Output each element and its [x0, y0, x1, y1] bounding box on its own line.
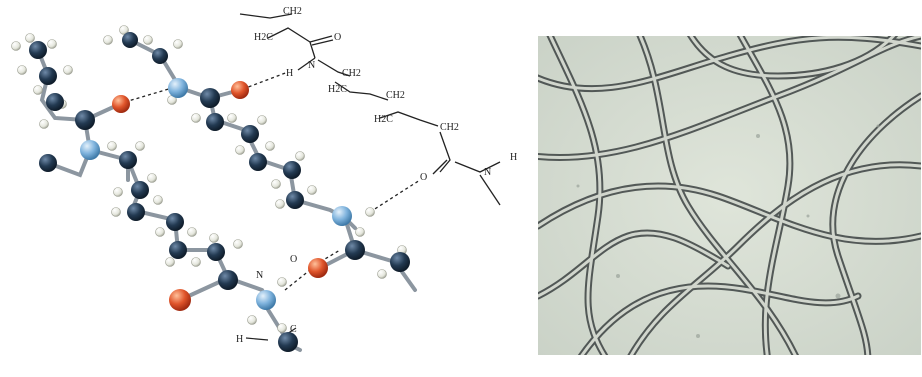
label-o-ball: O: [290, 254, 297, 265]
label-o-top: O: [334, 32, 341, 43]
micrograph-svg: [529, 27, 922, 365]
skeletal-formula: [239, 13, 501, 206]
label-h2c-low: H2C: [374, 114, 393, 125]
label-h-right: H: [510, 152, 517, 163]
carbon-atoms: [29, 32, 410, 352]
hydrogen-bonds: [124, 71, 421, 291]
label-ch2-right: CH2: [440, 122, 459, 133]
hydrogen-atoms: [11, 25, 407, 333]
label-ch2-mid: CH2: [342, 68, 361, 79]
label-o-right: O: [420, 172, 427, 183]
nylon-molecular-diagram: CH2 H2C O H N CH2 H2C CH2 H2C CH2 O N H …: [11, 6, 517, 352]
fibers: [529, 27, 922, 365]
label-n-top: N: [308, 60, 315, 71]
label-n-right: N: [484, 167, 491, 178]
label-h2c-left: H2C: [254, 32, 273, 43]
skeletal-labels: CH2 H2C O H N CH2 H2C CH2 H2C CH2 O N H …: [236, 6, 517, 345]
molecular-diagram-svg: CH2 H2C O H N CH2 H2C CH2 H2C CH2 O N H …: [11, 6, 517, 352]
label-ch2-top: CH2: [283, 6, 302, 17]
bonds: [36, 38, 417, 352]
label-h2c-mid: H2C: [328, 84, 347, 95]
label-ch2-low: CH2: [386, 90, 405, 101]
oxygen-atoms: [112, 81, 328, 311]
label-h-bond: H: [286, 68, 293, 79]
nylon-fiber-micrograph: [529, 27, 922, 365]
debris-specks: [576, 124, 880, 338]
label-n-ball: N: [256, 270, 263, 281]
nitrogen-atoms: [80, 78, 352, 310]
label-h-ball: H: [236, 334, 243, 345]
